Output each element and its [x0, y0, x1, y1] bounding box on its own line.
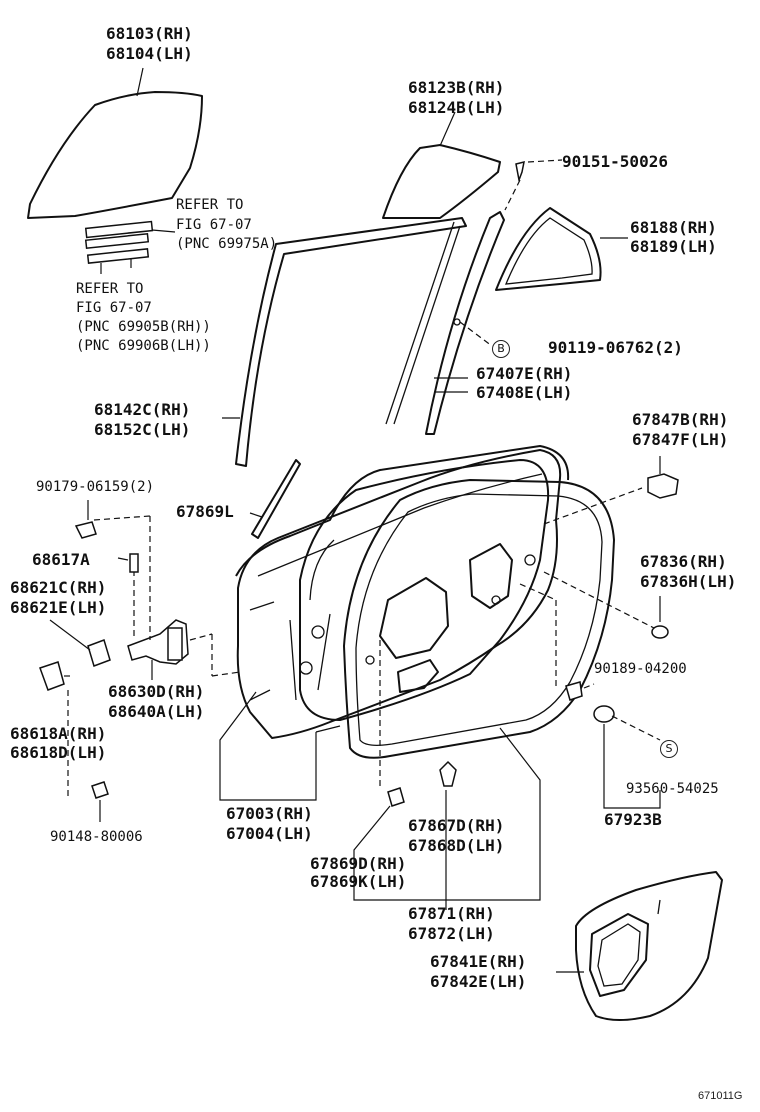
glass-run [235, 217, 467, 467]
weatherstrip-clip [439, 760, 457, 787]
screw [565, 681, 583, 701]
label-93560: 93560-54025 [626, 781, 719, 797]
figure-code: 671011G [698, 1090, 743, 1102]
service-hole-cover [575, 871, 723, 1021]
label-67836: 67836(RH) [640, 552, 727, 571]
label-68104: 68104(LH) [106, 44, 193, 63]
label-68152c: 68152C(LH) [94, 420, 191, 439]
refer-note-2-line1: REFER TO [76, 281, 144, 297]
label-90179: 90179-06159(2) [36, 479, 155, 495]
division-bar [425, 211, 505, 435]
refer-note-1-line1: REFER TO [176, 197, 244, 213]
refer-note-2-line3: (PNC 69905B(RH)) [76, 319, 211, 335]
label-67841e: 67841E(RH) [430, 952, 527, 971]
label-68621c: 68621C(RH) [10, 578, 107, 597]
bolt [91, 781, 109, 799]
label-68124b: 68124B(LH) [408, 98, 505, 117]
label-68123b: 68123B(RH) [408, 78, 505, 97]
label-68630d: 68630D(RH) [108, 682, 205, 701]
retainer-clip [387, 787, 405, 807]
clip [593, 705, 615, 723]
label-68621e: 68621E(LH) [10, 598, 107, 617]
label-67871: 67871(RH) [408, 904, 495, 923]
label-68142c: 68142C(RH) [94, 400, 191, 419]
door-opening-side [469, 543, 513, 609]
check-bracket [87, 639, 111, 667]
refer-note-2-line4: (PNC 69906B(LH)) [76, 338, 211, 354]
label-67847f: 67847F(LH) [632, 430, 729, 449]
label-67407e: 67407E(RH) [476, 364, 573, 383]
label-67869k: 67869K(LH) [310, 872, 407, 891]
label-67408e: 67408E(LH) [476, 383, 573, 402]
refer-note-1-line2: FIG 67-07 [176, 217, 252, 233]
label-90148: 90148-80006 [50, 829, 143, 845]
label-90119: 90119-06762(2) [548, 338, 683, 357]
label-67847b: 67847B(RH) [632, 410, 729, 429]
quarter-window-glass [382, 144, 501, 219]
nut [74, 521, 97, 539]
label-67867d: 67867D(RH) [408, 816, 505, 835]
label-68103: 68103(RH) [106, 24, 193, 43]
bolt-marker-b: B [492, 340, 510, 358]
label-67869l: 67869L [176, 502, 234, 521]
label-67869d: 67869D(RH) [310, 854, 407, 873]
label-67836h: 67836H(LH) [640, 572, 737, 591]
refer-note-2-line2: FIG 67-07 [76, 300, 152, 316]
label-67872: 67872(LH) [408, 924, 495, 943]
label-68188: 68188(RH) [630, 218, 717, 237]
label-67842e: 67842E(LH) [430, 972, 527, 991]
regulator-parts [84, 220, 176, 274]
belt-molding [251, 459, 301, 539]
door-opening-large [379, 577, 449, 659]
label-68618d: 68618D(LH) [10, 743, 107, 762]
quarter-weatherstrip [495, 207, 602, 291]
label-68640a: 68640A(LH) [108, 702, 205, 721]
label-90151: 90151-50026 [562, 152, 668, 171]
hinge-pin [129, 553, 139, 573]
label-68617a: 68617A [32, 550, 90, 569]
label-67868d: 67868D(LH) [408, 836, 505, 855]
label-67003: 67003(RH) [226, 804, 313, 823]
label-68618a: 68618A(RH) [10, 724, 107, 743]
rear-door-shell [236, 449, 562, 739]
door-hinge [127, 560, 241, 680]
door-inner-frame [299, 459, 550, 721]
door-opening-small [397, 659, 439, 693]
label-68189: 68189(LH) [630, 237, 717, 256]
label-67004: 67004(LH) [226, 824, 313, 843]
hole-plug [651, 625, 669, 639]
refer-note-1-line3: (PNC 69975A) [176, 236, 278, 252]
door-weatherstrip [343, 479, 615, 759]
hinge-clip [39, 661, 65, 691]
label-67923b: 67923B [604, 810, 662, 829]
label-90189: 90189-04200 [594, 661, 687, 677]
door-glass [27, 91, 203, 219]
door-cushion [647, 473, 679, 499]
screw-marker-s: S [660, 740, 678, 758]
